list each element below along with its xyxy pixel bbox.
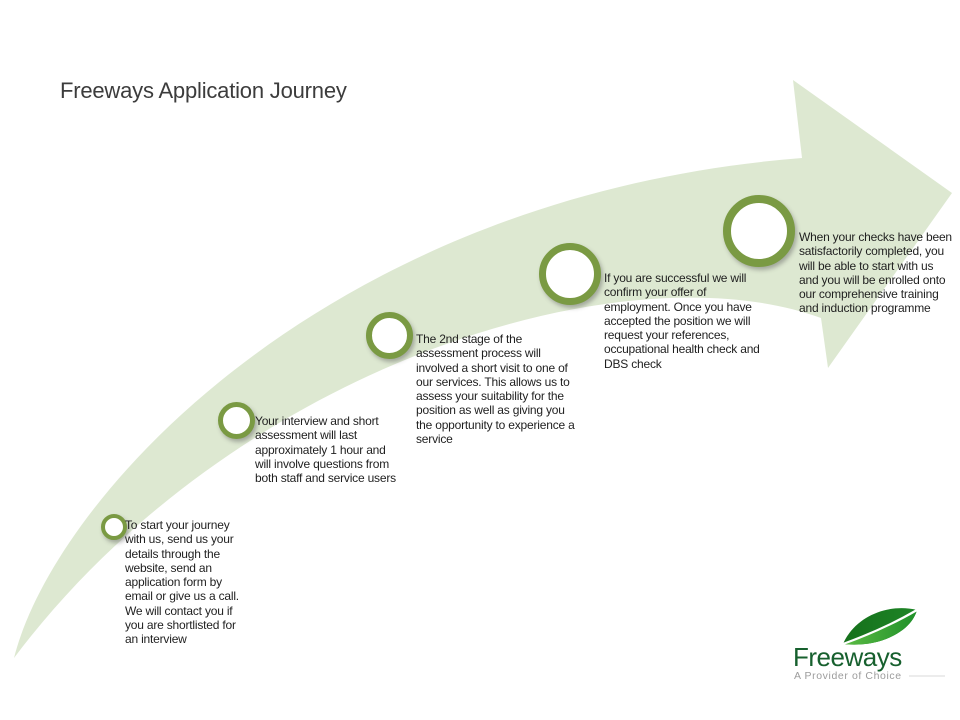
- stage-4-description: If you are successful we will confirm yo…: [604, 271, 760, 371]
- page-title: Freeways Application Journey: [60, 78, 347, 103]
- milestone-circle-1: [101, 514, 127, 540]
- stage-2-description: Your interview and short assessment will…: [255, 414, 396, 486]
- journey-arrow-shape: [14, 80, 952, 658]
- milestone-circle-4: [539, 243, 601, 305]
- stage-5-description: When your checks have been satisfactoril…: [799, 230, 952, 316]
- leaf-icon: [842, 608, 918, 646]
- freeways-logo: Freeways A Provider of Choice: [793, 608, 945, 682]
- logo-tagline: A Provider of Choice: [794, 670, 902, 682]
- milestone-circle-2: [218, 402, 255, 439]
- milestone-circle-3: [366, 312, 413, 359]
- milestone-circle-5: [723, 195, 795, 267]
- stage-1-description: To start your journey with us, send us y…: [125, 518, 239, 647]
- logo-name: Freeways: [793, 642, 902, 672]
- stage-3-description: The 2nd stage of the assessment process …: [416, 332, 575, 447]
